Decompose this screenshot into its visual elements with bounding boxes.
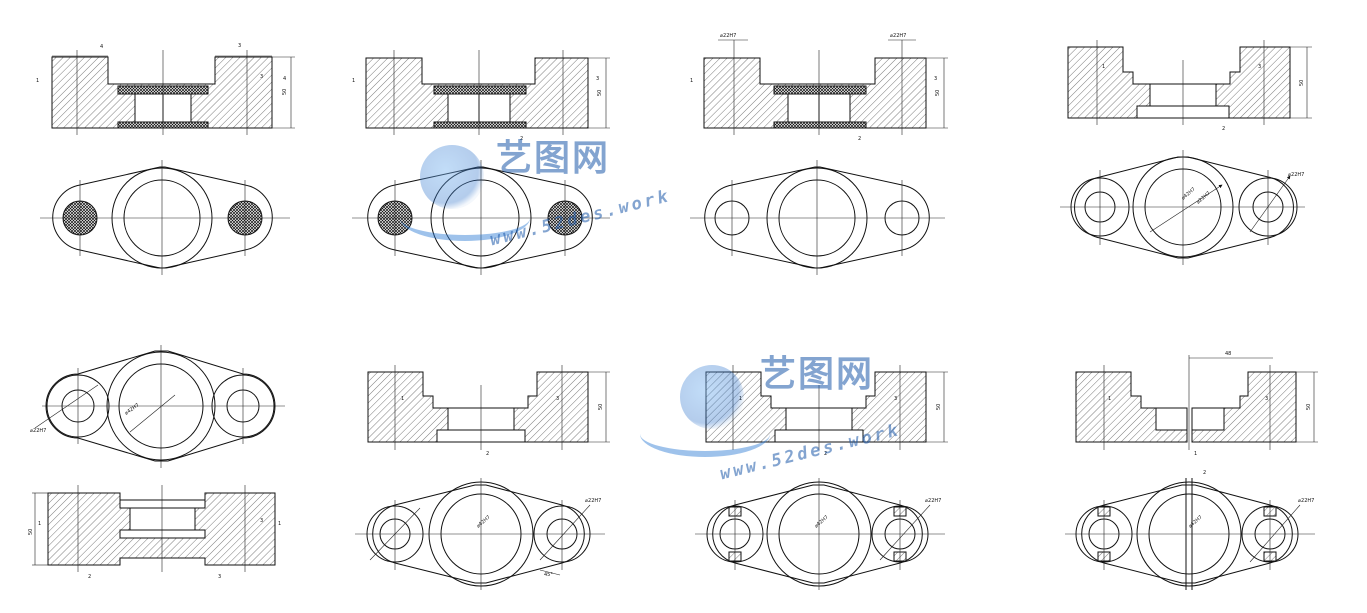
dim-bore-large: ⌀42H7	[813, 514, 829, 529]
label-surface-2: 2	[1222, 126, 1225, 132]
dim-height: 50	[1299, 80, 1305, 86]
view-7-section: 1 3 50 2	[705, 365, 948, 457]
label-surface-3: 3	[556, 396, 559, 402]
dim-height: 50	[935, 90, 941, 96]
view-1-plan	[40, 160, 290, 275]
dim-height: 50	[597, 90, 603, 96]
label-surface-2: 2	[824, 451, 827, 457]
view-3-section: ⌀22H7 ⌀22H7 1 3 50 2	[690, 33, 948, 142]
label-surface-3: 3	[260, 74, 263, 80]
label-surface-1: 1	[739, 396, 742, 402]
dim-bore-small: ⌀22H7	[585, 498, 601, 504]
view-4-plan: ⌀22H7 ⌀42H7 ⌀22H7	[1060, 150, 1305, 265]
label-surface-1b: 1	[1194, 451, 1197, 457]
dim-bore-small: ⌀22H7	[1298, 498, 1314, 504]
dim-height: 50	[28, 529, 34, 535]
view-1-section: 4 3 1 3 4 50	[36, 43, 295, 135]
label-surface-1: 1	[1102, 64, 1105, 70]
label-surface-3: 3	[596, 76, 599, 82]
label-surface-1b: 1	[278, 521, 281, 527]
view-2-section: 1 3 50 2	[352, 50, 610, 142]
label-surface-1: 1	[38, 521, 41, 527]
view-2-plan	[352, 160, 610, 275]
dim-bore-small: ⌀22H7	[1288, 172, 1304, 178]
dim-angle: 45°	[544, 572, 553, 578]
label-surface-1: 1	[401, 396, 404, 402]
view-7-plan: ⌀22H7 ⌀42H7	[695, 478, 945, 590]
label-surface-4: 4	[283, 76, 286, 82]
label-roughness-2: 3	[238, 43, 241, 49]
view-6-section: 1 3 50 2	[367, 365, 610, 457]
dim-bore-large: ⌀42H7	[1187, 514, 1203, 529]
label-surface-3: 3	[260, 518, 263, 524]
label-surface-3: 3	[894, 396, 897, 402]
dim-bore-left: ⌀22H7	[720, 33, 736, 39]
view-5-section: 1 50 3 1 2 3	[28, 485, 281, 580]
dim-height: 50	[598, 404, 604, 410]
label-surface-1: 1	[36, 78, 39, 84]
label-surface-2: 2	[1203, 470, 1206, 476]
view-8-plan: 2 ⌀22H7 ⌀42H7	[1065, 470, 1315, 590]
view-8-section: 48 1 3 50 1	[1075, 351, 1318, 457]
view-6-plan: ⌀22H7 ⌀42H7 45°	[355, 478, 605, 590]
view-5-plan: ⌀22H7 ⌀42H7	[30, 345, 285, 468]
label-surface-1: 1	[690, 78, 693, 84]
dim-bore-inner: ⌀22H7	[1195, 190, 1211, 205]
dim-height: 50	[1306, 404, 1312, 410]
label-surface-2: 2	[858, 136, 861, 142]
view-3-plan	[690, 160, 945, 275]
label-surface-1: 1	[1108, 396, 1111, 402]
label-surface-2: 2	[88, 574, 91, 580]
dim-height: 50	[282, 89, 288, 95]
dim-bore-large: ⌀42H7	[124, 402, 141, 416]
dim-bore-large: ⌀42H7	[475, 514, 491, 529]
dim-bore-small: ⌀22H7	[30, 428, 46, 434]
dim-bore-right: ⌀22H7	[890, 33, 906, 39]
label-roughness-1: 4	[100, 44, 103, 50]
label-surface-3: 3	[1265, 396, 1268, 402]
label-surface-3: 3	[1258, 64, 1261, 70]
label-surface-3: 3	[934, 76, 937, 82]
label-surface-2: 2	[520, 136, 523, 142]
dim-bore-small: ⌀22H7	[925, 498, 941, 504]
view-4-section: 1 3 50 2	[1067, 40, 1312, 132]
label-surface-3b: 3	[218, 574, 221, 580]
dim-height: 50	[936, 404, 942, 410]
label-surface-2: 2	[486, 451, 489, 457]
label-surface-1: 1	[352, 78, 355, 84]
dim-offset: 48	[1225, 351, 1231, 357]
